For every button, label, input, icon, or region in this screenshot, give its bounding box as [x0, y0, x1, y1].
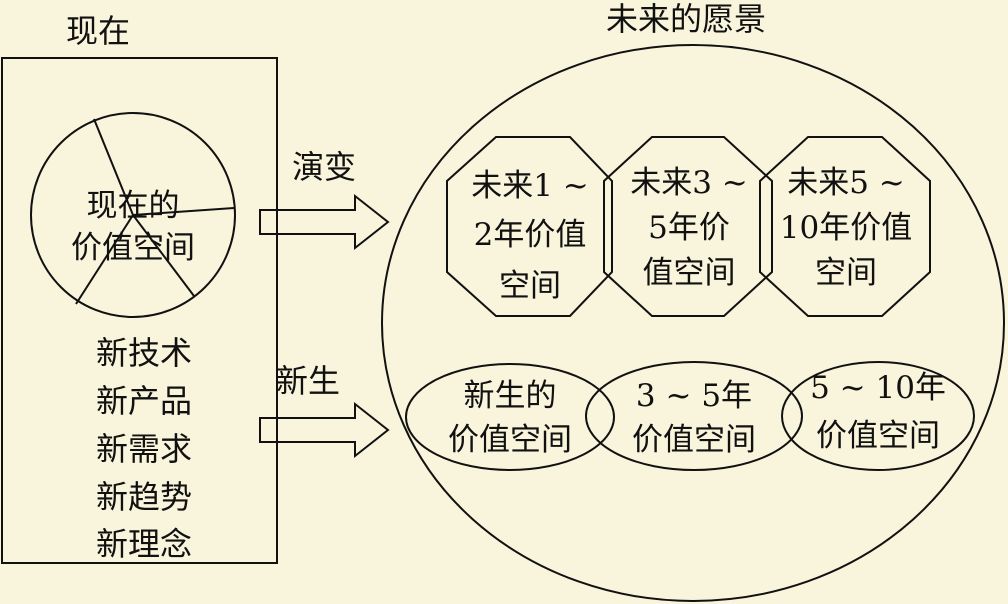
octagon-label-line: 空间 — [815, 255, 877, 291]
future-1-2yr-value-space: 未来1 ~ 2年价值 空间 — [446, 136, 613, 317]
ellipse — [781, 361, 975, 471]
future-vision-title: 未来的愿景 — [606, 0, 766, 38]
octagon — [603, 136, 773, 317]
octagon-label-line: 未来3 ~ — [630, 165, 748, 201]
emerging-value-space: 新生的 价值空间 — [405, 363, 615, 471]
pie-divider — [132, 214, 195, 297]
ellipse-label-line: 3 ~ 5年 — [636, 378, 752, 414]
octagon-label-line: 空间 — [499, 268, 561, 304]
emerge-label: 新生 — [276, 362, 340, 400]
evolve-label: 演变 — [292, 148, 356, 186]
pie-divider — [132, 207, 235, 216]
octagon-label-line: 未来1 ~ — [471, 168, 589, 204]
present-value-pie: 现在的 价值空间 — [30, 112, 236, 318]
new-factor-item: 新需求 — [96, 430, 192, 468]
pie-divider — [75, 214, 134, 305]
future-5-10yr-value-space: 未来5 ~ 10年价值 空间 — [759, 136, 931, 317]
pie-label-line: 现在的 — [87, 188, 180, 224]
pie-label-line: 价值空间 — [71, 230, 195, 266]
present-box — [1, 57, 278, 564]
new-factor-item: 新趋势 — [96, 478, 192, 516]
new-factors-list: 新技术 新产品 新需求 新趋势 新理念 — [96, 334, 192, 563]
evolve-arrow — [259, 193, 390, 251]
octagon-label-line: 10年价值 — [780, 210, 912, 246]
ellipse-label-line: 新生的 — [464, 378, 557, 414]
new-factor-item: 新技术 — [96, 334, 192, 372]
ellipse-label-line: 价值空间 — [632, 422, 756, 458]
emerging-5-10yr-value-space: 5 ~ 10年 价值空间 — [781, 361, 975, 471]
future-vision-circle — [381, 44, 1005, 602]
present-title: 现在 — [66, 12, 130, 50]
ellipse — [405, 363, 615, 471]
new-factor-item: 新理念 — [96, 525, 192, 563]
ellipse-label-line: 价值空间 — [448, 422, 572, 458]
ellipse — [585, 361, 803, 471]
emerging-3-5yr-value-space: 3 ~ 5年 价值空间 — [585, 361, 803, 471]
ellipse-label-line: 价值空间 — [816, 418, 940, 454]
octagon-label-line: 未来5 ~ — [787, 165, 905, 201]
octagon-label-line: 2年价值 — [474, 217, 587, 253]
pie-divider — [93, 118, 134, 216]
octagon — [759, 136, 931, 317]
new-factor-item: 新产品 — [96, 382, 192, 420]
ellipse-label-line: 5 ~ 10年 — [810, 370, 946, 406]
emerge-arrow — [259, 401, 390, 459]
future-3-5yr-value-space: 未来3 ~ 5年价 值空间 — [603, 136, 773, 317]
octagon-label-line: 值空间 — [643, 255, 736, 291]
octagon-label-line: 5年价 — [648, 210, 730, 246]
octagon — [446, 136, 613, 317]
pie-circle — [30, 112, 236, 318]
